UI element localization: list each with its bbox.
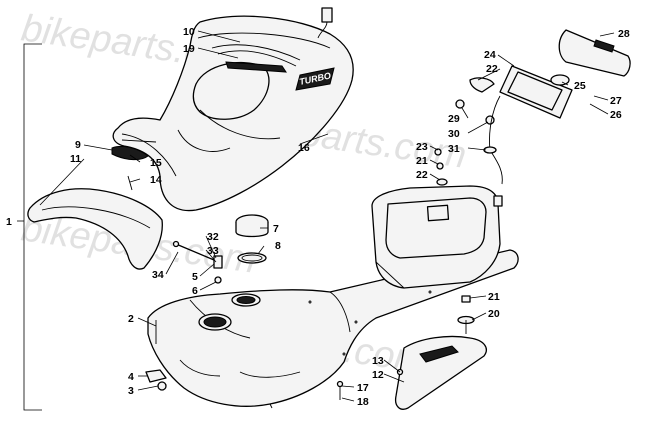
callout-30: 30 <box>448 128 460 140</box>
callout-3: 3 <box>128 385 134 397</box>
fuel-tank <box>147 249 519 409</box>
callout-25: 25 <box>574 80 586 92</box>
callout-20: 20 <box>488 308 500 320</box>
seat: TURBO <box>112 7 354 212</box>
callout-5: 5 <box>192 271 198 283</box>
callout-23: 23 <box>416 141 428 153</box>
leader-lines <box>39 30 615 402</box>
callout-1: 1 <box>6 216 12 228</box>
callout-2: 2 <box>128 313 134 325</box>
callout-14: 14 <box>150 174 162 186</box>
assembly-bracket: 1 <box>6 43 42 411</box>
callout-10: 10 <box>183 26 195 38</box>
callout-4: 4 <box>128 371 134 383</box>
fuel-fittings <box>172 240 223 284</box>
rear-trim-panel <box>27 139 163 270</box>
callout-11: 11 <box>70 153 81 165</box>
callout-24: 24 <box>484 49 496 61</box>
rear-bumper-bracket <box>394 335 487 410</box>
callout-9: 9 <box>75 139 81 151</box>
callout-29: 29 <box>448 113 460 125</box>
callout-18: 18 <box>357 396 369 408</box>
callout-15: 15 <box>150 157 162 169</box>
callout-32: 32 <box>207 231 219 243</box>
callout-7: 7 <box>273 223 279 235</box>
callout-27: 27 <box>610 95 622 107</box>
callout-22-upper: 22 <box>486 63 498 75</box>
callout-28: 28 <box>618 28 630 40</box>
callout-21-lower: 21 <box>488 291 500 303</box>
callout-21-upper: 21 <box>416 155 428 167</box>
gas-cap <box>235 214 269 264</box>
callout-34: 34 <box>152 269 164 281</box>
callout-31: 31 <box>448 143 460 155</box>
taillight-assembly <box>455 29 631 207</box>
callout-33: 33 <box>207 245 219 257</box>
callout-16: 16 <box>298 142 310 154</box>
callout-12: 12 <box>372 369 384 381</box>
callout-labels: 10 19 16 9 11 15 14 7 8 32 33 34 5 6 2 4… <box>70 26 630 408</box>
callout-26: 26 <box>610 109 622 121</box>
bolts <box>434 148 475 334</box>
callout-8: 8 <box>275 240 281 252</box>
storage-box <box>371 185 501 289</box>
callout-6: 6 <box>192 285 198 297</box>
callout-22-lower: 22 <box>416 169 428 181</box>
callout-19: 19 <box>183 43 195 55</box>
callout-13: 13 <box>372 355 384 367</box>
callout-17: 17 <box>357 382 369 394</box>
